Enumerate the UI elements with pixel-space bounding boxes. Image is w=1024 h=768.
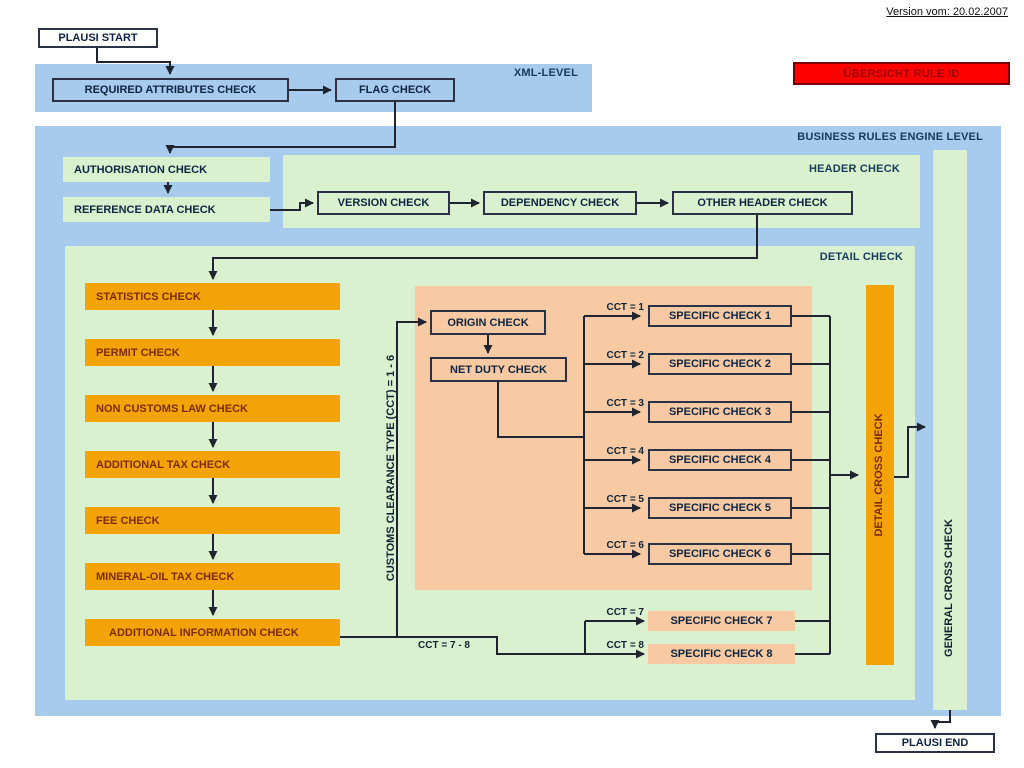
header-check-title: HEADER CHECK [808, 163, 900, 175]
cct-5-label: CCT = 5 [606, 494, 644, 505]
cct-axis-label: CUSTOMS CLEARANCE TYPE (CCT) = 1 - 6 [385, 354, 397, 582]
node-specific-check-7: SPECIFIC CHECK 7 [648, 611, 795, 631]
general-cross-check-label: GENERAL CROSS CHECK [943, 519, 955, 657]
node-origin-check: ORIGIN CHECK [430, 310, 546, 335]
detail-cross-check-bar [866, 285, 894, 665]
node-version-check: VERSION CHECK [317, 191, 450, 215]
node-fee-check: FEE CHECK [85, 507, 340, 534]
node-plausi-end: PLAUSI END [875, 733, 995, 753]
node-specific-check-1: SPECIFIC CHECK 1 [648, 305, 792, 327]
cct-6-label: CCT = 6 [606, 540, 644, 551]
node-flag-check: FLAG CHECK [335, 78, 455, 102]
node-dependency-check: DEPENDENCY CHECK [483, 191, 637, 215]
cct-7-label: CCT = 7 [606, 607, 644, 618]
node-statistics-check: STATISTICS CHECK [85, 283, 340, 310]
node-specific-check-8: SPECIFIC CHECK 8 [648, 644, 795, 664]
node-reference-data-check: REFERENCE DATA CHECK [63, 197, 270, 222]
cct-8-label: CCT = 8 [606, 640, 644, 651]
cct-7-8-label: CCT = 7 - 8 [418, 640, 470, 651]
cct-3-label: CCT = 3 [606, 398, 644, 409]
node-specific-check-2: SPECIFIC CHECK 2 [648, 353, 792, 375]
node-net-duty-check: NET DUTY CHECK [430, 357, 567, 382]
cct-4-label: CCT = 4 [606, 446, 644, 457]
node-additional-information-check: ADDITIONAL INFORMATION CHECK [85, 619, 340, 646]
node-plausi-start: PLAUSI START [38, 28, 158, 48]
version-label: Version vom: 20.02.2007 [886, 6, 1008, 18]
node-required-attributes-check: REQUIRED ATTRIBUTES CHECK [52, 78, 289, 102]
general-cross-check-strip [933, 150, 967, 710]
detail-cross-check-label: DETAIL CROSS CHECK [873, 413, 885, 537]
node-specific-check-6: SPECIFIC CHECK 6 [648, 543, 792, 565]
xml-level-title: XML-LEVEL [513, 67, 578, 79]
node-authorisation-check: AUTHORISATION CHECK [63, 157, 270, 182]
node-permit-check: PERMIT CHECK [85, 339, 340, 366]
cct-1-6-region [415, 286, 812, 590]
detail-check-title: DETAIL CHECK [819, 251, 903, 263]
rule-id-banner: ÜBERSICHT RULE ID [793, 62, 1010, 85]
node-non-customs-law-check: NON CUSTOMS LAW CHECK [85, 395, 340, 422]
node-mineral-oil-tax-check: MINERAL-OIL TAX CHECK [85, 563, 340, 590]
node-additional-tax-check: ADDITIONAL TAX CHECK [85, 451, 340, 478]
engine-level-title: BUSINESS RULES ENGINE LEVEL [797, 131, 983, 143]
cct-2-label: CCT = 2 [606, 350, 644, 361]
cct-1-label: CCT = 1 [606, 302, 644, 313]
node-other-header-check: OTHER HEADER CHECK [672, 191, 853, 215]
node-specific-check-4: SPECIFIC CHECK 4 [648, 449, 792, 471]
node-specific-check-5: SPECIFIC CHECK 5 [648, 497, 792, 519]
node-specific-check-3: SPECIFIC CHECK 3 [648, 401, 792, 423]
